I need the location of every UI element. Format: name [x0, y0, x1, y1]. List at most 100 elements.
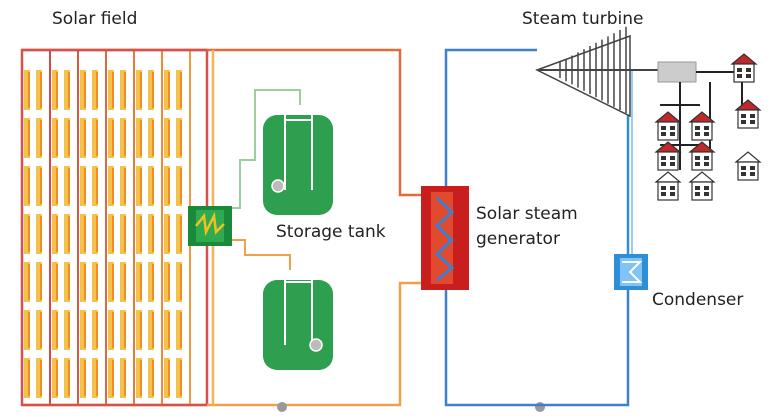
- mirror-edge: [96, 360, 98, 396]
- mirror-rows: [24, 70, 182, 398]
- mirror: [136, 214, 142, 254]
- mirror-edge: [152, 120, 154, 156]
- turbine-icon: [535, 26, 660, 118]
- house-icon: [730, 53, 758, 83]
- mirror: [80, 70, 86, 110]
- mirror-edge: [68, 360, 70, 396]
- mirror: [24, 262, 30, 302]
- mirror: [36, 214, 42, 254]
- mirror: [108, 166, 114, 206]
- mirror-edge: [96, 120, 98, 156]
- mirror: [120, 70, 126, 110]
- mirror: [52, 118, 58, 158]
- mirror-edge: [28, 216, 30, 252]
- mirror-edge: [40, 360, 42, 396]
- mirror-edge: [140, 168, 142, 204]
- mirror-edge: [124, 264, 126, 300]
- mirror-edge: [152, 216, 154, 252]
- mirror: [36, 262, 42, 302]
- mirror: [64, 166, 70, 206]
- mirror-edge: [180, 168, 182, 204]
- mirror: [92, 310, 98, 350]
- mirror: [164, 358, 170, 398]
- mirror: [24, 70, 30, 110]
- mirror-edge: [28, 120, 30, 156]
- mirror-edge: [56, 72, 58, 108]
- mirror-edge: [124, 216, 126, 252]
- storage-heat-exchanger-icon: [188, 206, 232, 246]
- mirror: [92, 214, 98, 254]
- steam-generator-icon: [421, 186, 469, 290]
- mirror-edge: [112, 312, 114, 348]
- mirror: [80, 310, 86, 350]
- mirror-edge: [40, 264, 42, 300]
- mirror: [64, 214, 70, 254]
- mirror-edge: [180, 312, 182, 348]
- mirror-edge: [168, 264, 170, 300]
- mirror: [176, 70, 182, 110]
- solar-field: [21, 48, 207, 407]
- transformer-icon: [657, 61, 697, 83]
- mirror: [108, 70, 114, 110]
- steam-turbine-label: Steam turbine: [522, 9, 643, 29]
- mirror: [108, 118, 114, 158]
- mirror-edge: [140, 216, 142, 252]
- mirror: [24, 214, 30, 254]
- mirror: [120, 310, 126, 350]
- mirror-edge: [112, 264, 114, 300]
- mirror-edge: [84, 120, 86, 156]
- mirror-edge: [180, 216, 182, 252]
- mirror: [52, 70, 58, 110]
- mirror: [108, 310, 114, 350]
- mirror: [148, 70, 154, 110]
- mirror-edge: [152, 360, 154, 396]
- mirror-edge: [124, 312, 126, 348]
- mirror: [80, 262, 86, 302]
- house-icon: [734, 151, 762, 181]
- storage-tank-top: [263, 105, 333, 215]
- mirror-edge: [68, 72, 70, 108]
- mirror-edge: [124, 120, 126, 156]
- mirror-edge: [28, 360, 30, 396]
- mirror-edge: [152, 264, 154, 300]
- mirror: [164, 166, 170, 206]
- mirror-edge: [112, 72, 114, 108]
- mirror: [136, 166, 142, 206]
- mirror: [52, 166, 58, 206]
- mirror-edge: [168, 360, 170, 396]
- mirror-edge: [180, 360, 182, 396]
- mirror-edge: [124, 72, 126, 108]
- mirror: [108, 358, 114, 398]
- mirror-edge: [68, 216, 70, 252]
- mirror-edge: [96, 264, 98, 300]
- mirror-edge: [140, 120, 142, 156]
- mirror-edge: [56, 216, 58, 252]
- mirror-edge: [40, 72, 42, 108]
- mirror: [24, 310, 30, 350]
- mirror-edge: [140, 312, 142, 348]
- storage-loop: [20, 48, 425, 407]
- mirror: [164, 310, 170, 350]
- mirror-edge: [152, 72, 154, 108]
- mirror: [164, 118, 170, 158]
- mirror-edge: [180, 264, 182, 300]
- mirror: [176, 118, 182, 158]
- mirror-edge: [28, 72, 30, 108]
- house-icon: [688, 111, 716, 141]
- mirror-edge: [84, 264, 86, 300]
- mirror-edge: [168, 168, 170, 204]
- mirror-edge: [40, 120, 42, 156]
- mirror-edge: [152, 168, 154, 204]
- mirror-edge: [152, 312, 154, 348]
- pump-icon: [277, 402, 287, 412]
- mirror-edge: [84, 168, 86, 204]
- mirror: [52, 214, 58, 254]
- mirror: [80, 166, 86, 206]
- mirror-edge: [56, 264, 58, 300]
- mirror: [24, 118, 30, 158]
- mirror: [176, 214, 182, 254]
- mirror: [24, 358, 30, 398]
- mirror-edge: [124, 360, 126, 396]
- mirror: [148, 262, 154, 302]
